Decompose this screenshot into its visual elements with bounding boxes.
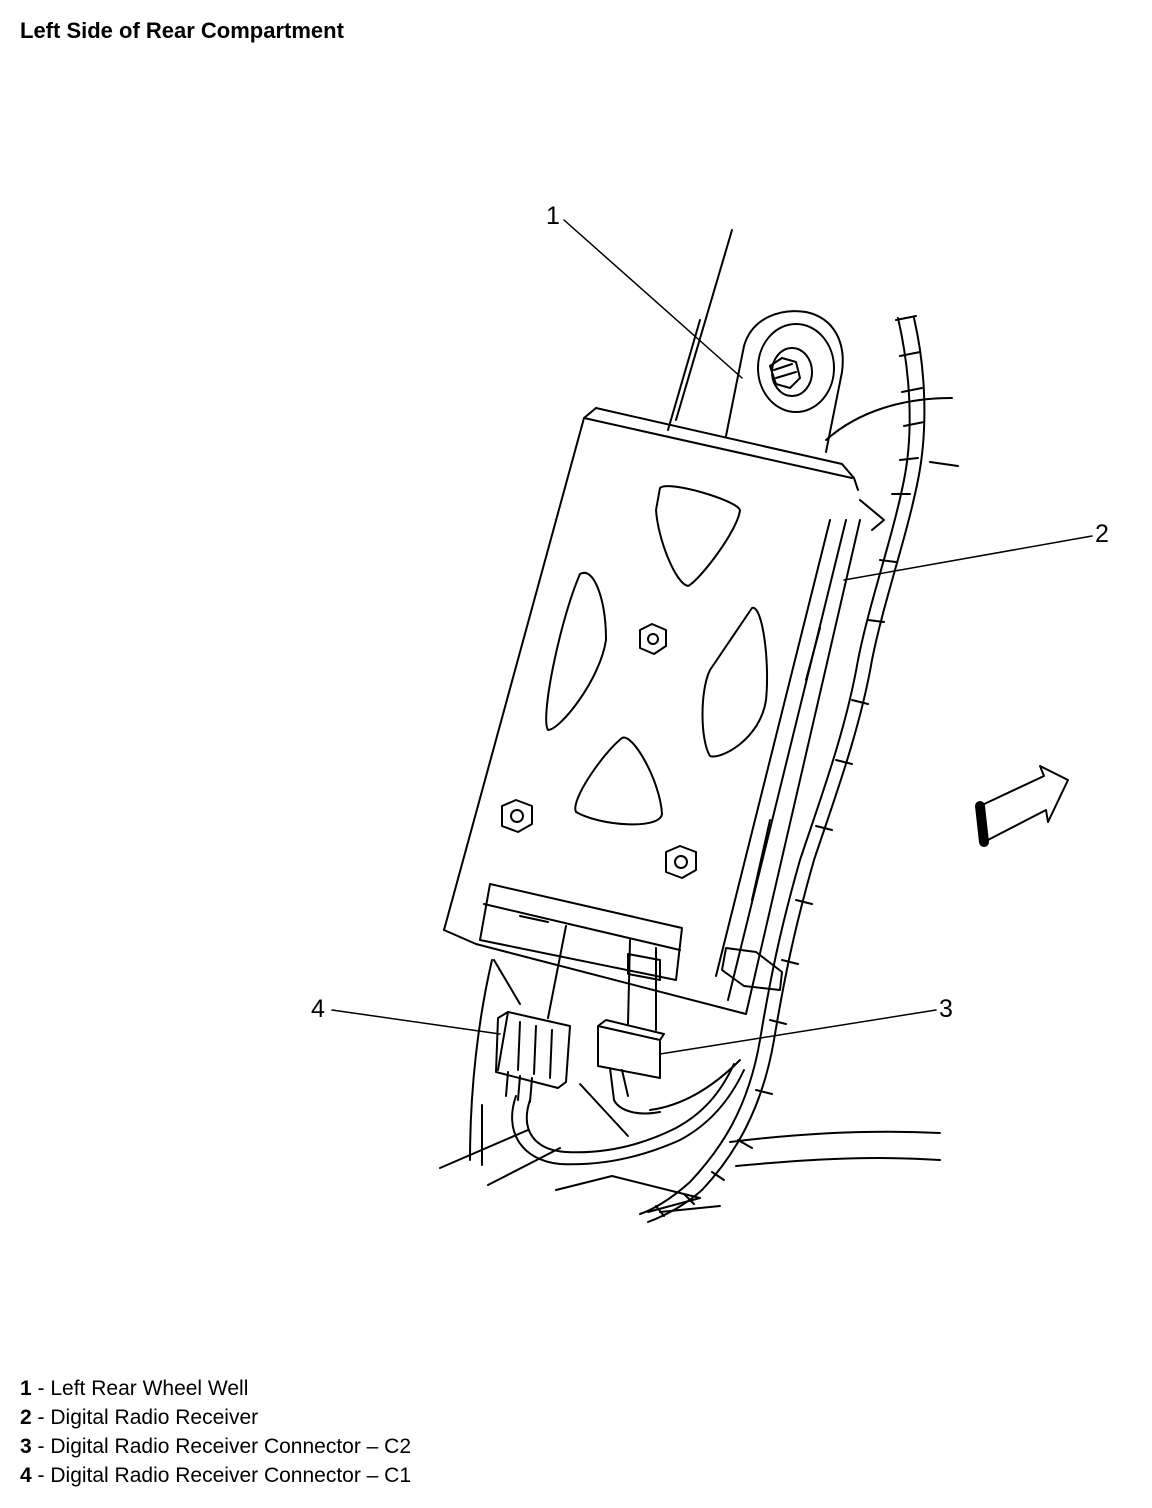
wheel-well [439,229,959,1213]
legend: 1 - Left Rear Wheel Well 2 - Digital Rad… [20,1374,411,1490]
legend-item: 3 - Digital Radio Receiver Connector – C… [20,1435,412,1458]
callout-label-2: 2 [1095,520,1109,548]
callout-leaders [331,219,1093,1055]
mounting-bracket [725,310,844,453]
legend-item: 4 - Digital Radio Receiver Connector – C… [20,1464,412,1487]
wiring-harness [511,315,926,1223]
connector-c1-icon [495,925,571,1103]
receiver-cutouts [545,485,769,826]
connector-c2-icon [597,1019,665,1115]
callout-label-1: 1 [546,202,560,230]
callout-label-3: 3 [939,995,953,1023]
hex-nut-icon [665,845,697,879]
legend-item: 2 - Digital Radio Receiver [20,1406,259,1429]
receiver-connector-face [479,883,683,1031]
hex-nut-icon [501,799,533,833]
hex-nut-icon [639,623,667,655]
legend-item: 1 - Left Rear Wheel Well [20,1377,249,1400]
page-title: Left Side of Rear Compartment [20,18,344,43]
mounting-stud-icon [769,357,801,389]
callout-label-4: 4 [311,995,325,1023]
forward-arrow-icon [975,765,1069,847]
